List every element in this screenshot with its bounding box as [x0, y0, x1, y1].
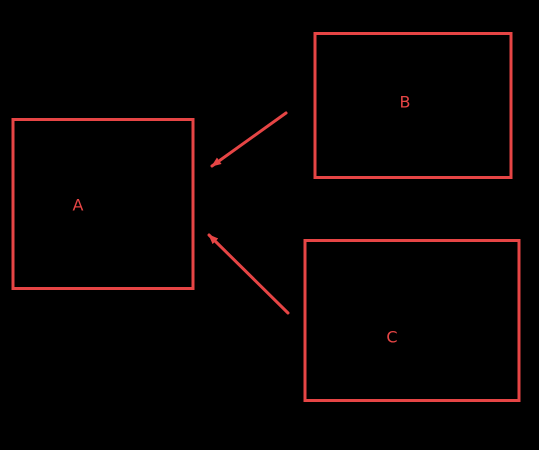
node-c-label: C [386, 328, 397, 347]
node-b: B [313, 32, 513, 179]
node-a-label: A [73, 196, 84, 215]
node-a: A [11, 118, 195, 290]
node-b-label: B [400, 93, 411, 112]
node-b-box [313, 32, 513, 179]
node-c: C [303, 239, 521, 402]
edge-b-to-a-arrow [210, 111, 288, 168]
edge-c-to-a-arrow [207, 233, 290, 315]
node-a-box [11, 118, 195, 290]
node-c-box [303, 239, 521, 402]
